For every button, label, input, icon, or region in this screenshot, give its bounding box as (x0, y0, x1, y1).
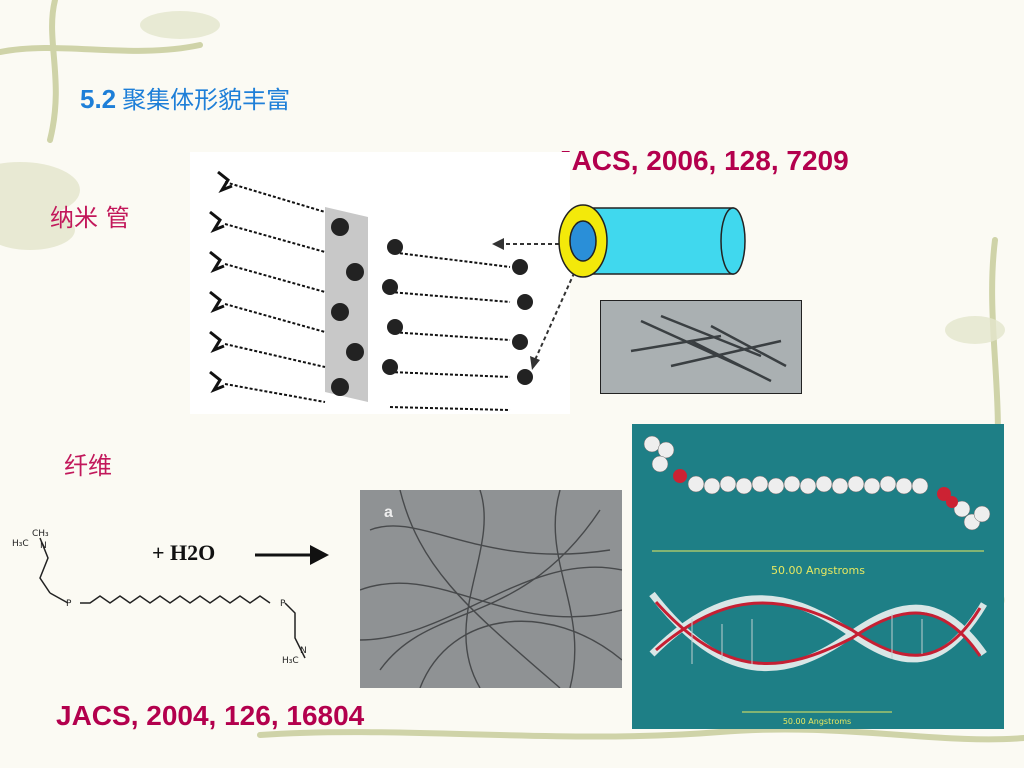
pointer-arrows (492, 238, 581, 370)
reaction-label: + H2O (152, 540, 216, 565)
reaction-arrow (255, 545, 329, 565)
title-text: 聚集体形貌丰富 (122, 86, 291, 114)
panel-letter: a (384, 504, 393, 521)
nanotube-label: 纳米 管 (50, 204, 130, 232)
svg-text:P: P (66, 599, 72, 609)
svg-text:H₃C: H₃C (12, 539, 29, 549)
nanotube-tem-image (600, 300, 802, 394)
bilayer-structure-figure (190, 152, 570, 414)
nanotube-cylinder-illustration (558, 204, 746, 278)
title-number: 5.2 (80, 84, 117, 114)
svg-text:N: N (300, 646, 307, 656)
reference-bottom: JACS, 2004, 126, 16804 (56, 700, 365, 731)
scale-label-top: 50.00 Angstroms (771, 564, 865, 577)
svg-text:N: N (40, 541, 47, 551)
phospholipid-structure-figure: CH₃ H₃C N P P N H₃C (10, 518, 350, 678)
reference-top: JACS, 2006, 128, 7209 (556, 145, 849, 176)
fiber-tem-image: a (360, 490, 622, 688)
svg-text:CH₃: CH₃ (32, 529, 49, 539)
scale-label-bottom: 50.00 Angstroms (783, 717, 851, 726)
molecular-model-panel: 50.00 Angstroms 50.00 Angstroms (632, 424, 1004, 729)
svg-text:P: P (280, 599, 286, 609)
svg-text:H₃C: H₃C (282, 656, 299, 666)
fiber-label: 纤维 (64, 452, 112, 480)
